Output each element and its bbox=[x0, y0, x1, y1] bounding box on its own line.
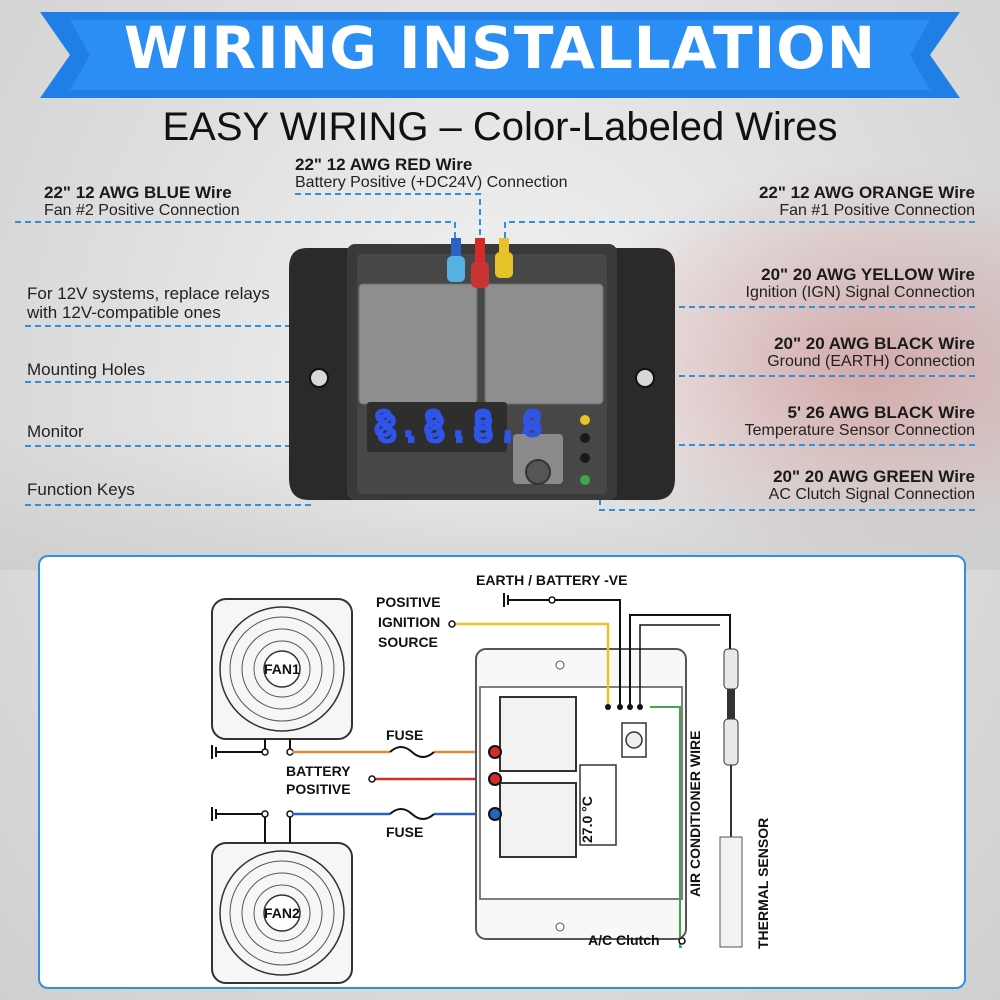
label-mounting-holes: Mounting Holes bbox=[27, 360, 146, 379]
controller-device: 8.8.8.8 bbox=[289, 238, 675, 500]
diagram-display: 27.0 °C bbox=[579, 796, 595, 843]
battery-label-1: BATTERY bbox=[286, 763, 351, 779]
positive-label-3: SOURCE bbox=[378, 634, 438, 650]
fuse-bottom-label: FUSE bbox=[386, 824, 423, 840]
fan2-icon bbox=[211, 842, 353, 984]
mounting-hole bbox=[309, 368, 329, 388]
positive-label-1: POSITIVE bbox=[376, 594, 441, 610]
relay-note: For 12V systems, replace relays with 12V… bbox=[27, 284, 270, 322]
ac-clutch-label: A/C Clutch bbox=[588, 932, 660, 948]
callout-red: 22" 12 AWG RED Wire Battery Positive (+D… bbox=[295, 155, 568, 192]
callout-blue: 22" 12 AWG BLUE Wire Fan #2 Positive Con… bbox=[44, 183, 240, 220]
page-title: WIRING INSTALLATION bbox=[123, 14, 877, 82]
fan1-icon bbox=[211, 598, 353, 740]
earth-label: EARTH / BATTERY -VE bbox=[476, 572, 627, 588]
callout-yellow: 20" 20 AWG YELLOW Wire Ignition (IGN) Si… bbox=[745, 265, 975, 302]
fan2-label: FAN2 bbox=[264, 905, 300, 921]
callout-green: 20" 20 AWG GREEN Wire AC Clutch Signal C… bbox=[768, 467, 975, 504]
ac-wire-label: AIR CONDITIONER WIRE bbox=[687, 731, 703, 897]
callout-black-ground: 20" 20 AWG BLACK Wire Ground (EARTH) Con… bbox=[767, 334, 975, 371]
title-banner bbox=[40, 12, 960, 98]
callout-orange: 22" 12 AWG ORANGE Wire Fan #1 Positive C… bbox=[758, 183, 975, 220]
battery-label-2: POSITIVE bbox=[286, 781, 351, 797]
subtitle: EASY WIRING – Color-Labeled Wires bbox=[162, 105, 838, 149]
wiring-diagram-panel: FAN1 FAN2 bbox=[38, 555, 966, 989]
label-function-keys: Function Keys bbox=[27, 480, 135, 499]
wiring-schematic: FAN1 FAN2 bbox=[211, 572, 771, 984]
positive-label-2: IGNITION bbox=[378, 614, 440, 630]
label-monitor: Monitor bbox=[27, 422, 84, 441]
fan1-label: FAN1 bbox=[264, 661, 300, 677]
thermal-sensor-label: THERMAL SENSOR bbox=[755, 818, 771, 949]
fuse-top-label: FUSE bbox=[386, 727, 423, 743]
callout-black-temp: 5' 26 AWG BLACK Wire Temperature Sensor … bbox=[744, 403, 975, 440]
monitor-display: 8.8.8.8 bbox=[372, 402, 547, 446]
mounting-hole bbox=[635, 368, 655, 388]
